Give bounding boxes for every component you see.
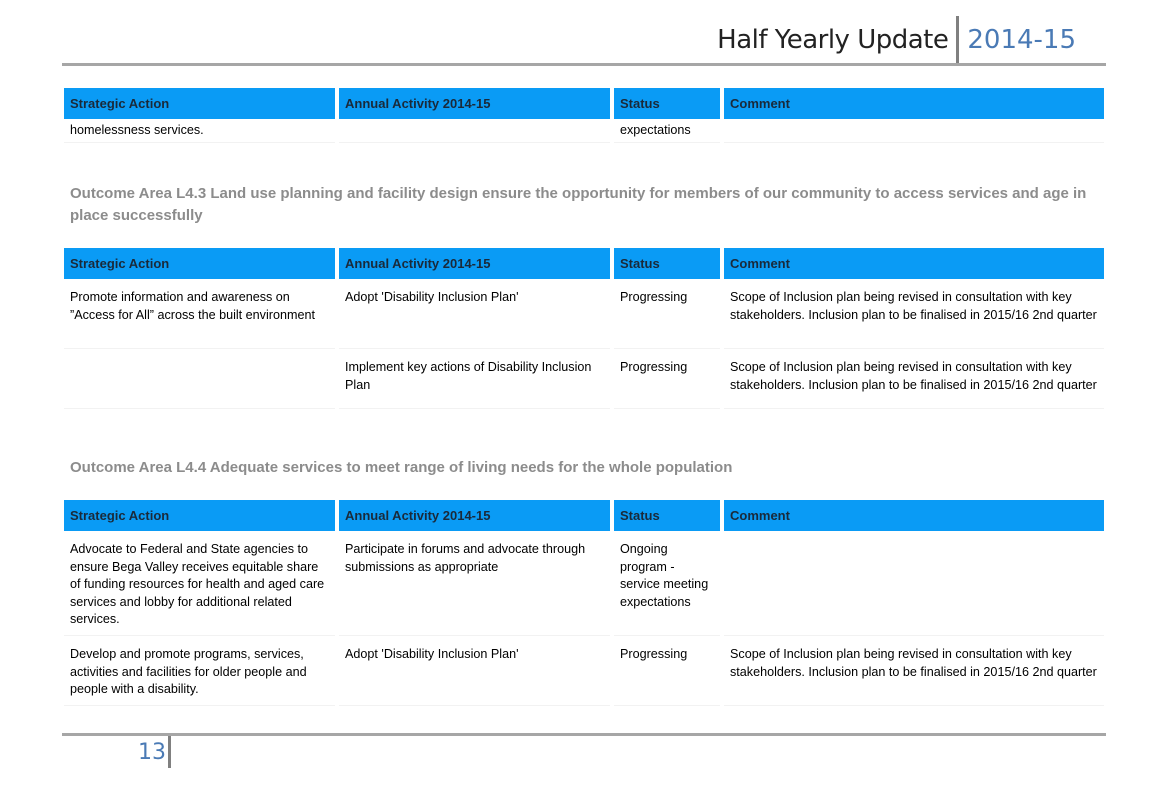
cell-status: expectations	[614, 119, 720, 143]
cell-activity: Implement key actions of Disability Incl…	[339, 349, 610, 409]
cell-action: homelessness services.	[64, 119, 335, 143]
col-header-status: Status	[614, 88, 720, 119]
col-header-comment: Comment	[724, 88, 1104, 119]
col-header-annual-activity: Annual Activity 2014-15	[339, 500, 610, 531]
cell-action: Advocate to Federal and State agencies t…	[64, 531, 335, 636]
col-header-strategic-action: Strategic Action	[64, 88, 335, 119]
header-divider	[956, 16, 960, 64]
col-header-annual-activity: Annual Activity 2014-15	[339, 248, 610, 279]
cell-status: Progressing	[614, 279, 720, 349]
table-outcome-l4-3: Strategic Action Annual Activity 2014-15…	[60, 248, 1108, 409]
document-title: Half Yearly Update	[717, 25, 949, 55]
table-row: Promote information and awareness on ”Ac…	[64, 279, 1104, 349]
cell-action: Develop and promote programs, services, …	[64, 636, 335, 706]
table-header-row: Strategic Action Annual Activity 2014-15…	[64, 500, 1104, 531]
page-number: 13	[138, 740, 166, 765]
cell-comment: Scope of Inclusion plan being revised in…	[724, 349, 1104, 409]
header-rule	[62, 63, 1106, 66]
cell-comment	[724, 119, 1104, 143]
cell-comment	[724, 531, 1104, 636]
table-row: Develop and promote programs, services, …	[64, 636, 1104, 706]
cell-action	[64, 349, 335, 409]
cell-status: Progressing	[614, 636, 720, 706]
table-header-row: Strategic Action Annual Activity 2014-15…	[64, 88, 1104, 119]
col-header-strategic-action: Strategic Action	[64, 500, 335, 531]
cell-activity: Participate in forums and advocate throu…	[339, 531, 610, 636]
col-header-annual-activity: Annual Activity 2014-15	[339, 88, 610, 119]
footer-divider	[168, 736, 171, 768]
table-row: Advocate to Federal and State agencies t…	[64, 531, 1104, 636]
cell-action: Promote information and awareness on ”Ac…	[64, 279, 335, 349]
outcome-heading-l4-3: Outcome Area L4.3 Land use planning and …	[70, 185, 1087, 224]
col-header-comment: Comment	[724, 500, 1104, 531]
col-header-status: Status	[614, 500, 720, 531]
cell-status: Ongoing program - service meeting expect…	[614, 531, 720, 636]
cell-comment: Scope of Inclusion plan being revised in…	[724, 636, 1104, 706]
cell-status: Progressing	[614, 349, 720, 409]
cell-activity	[339, 119, 610, 143]
table-header-row: Strategic Action Annual Activity 2014-15…	[64, 248, 1104, 279]
footer-rule	[62, 733, 1106, 736]
cell-comment: Scope of Inclusion plan being revised in…	[724, 279, 1104, 349]
col-header-comment: Comment	[724, 248, 1104, 279]
cell-activity: Adopt 'Disability Inclusion Plan'	[339, 636, 610, 706]
page-header: Half Yearly Update 2014-15	[717, 16, 1076, 64]
table-row: homelessness services. expectations	[64, 119, 1104, 143]
table-row: Implement key actions of Disability Incl…	[64, 349, 1104, 409]
document-year: 2014-15	[967, 25, 1076, 55]
col-header-strategic-action: Strategic Action	[64, 248, 335, 279]
col-header-status: Status	[614, 248, 720, 279]
table-outcome-l4-4: Strategic Action Annual Activity 2014-15…	[60, 500, 1108, 706]
table-continued: Strategic Action Annual Activity 2014-15…	[60, 88, 1108, 143]
outcome-heading-l4-4: Outcome Area L4.4 Adequate services to m…	[70, 459, 733, 476]
cell-activity: Adopt 'Disability Inclusion Plan'	[339, 279, 610, 349]
